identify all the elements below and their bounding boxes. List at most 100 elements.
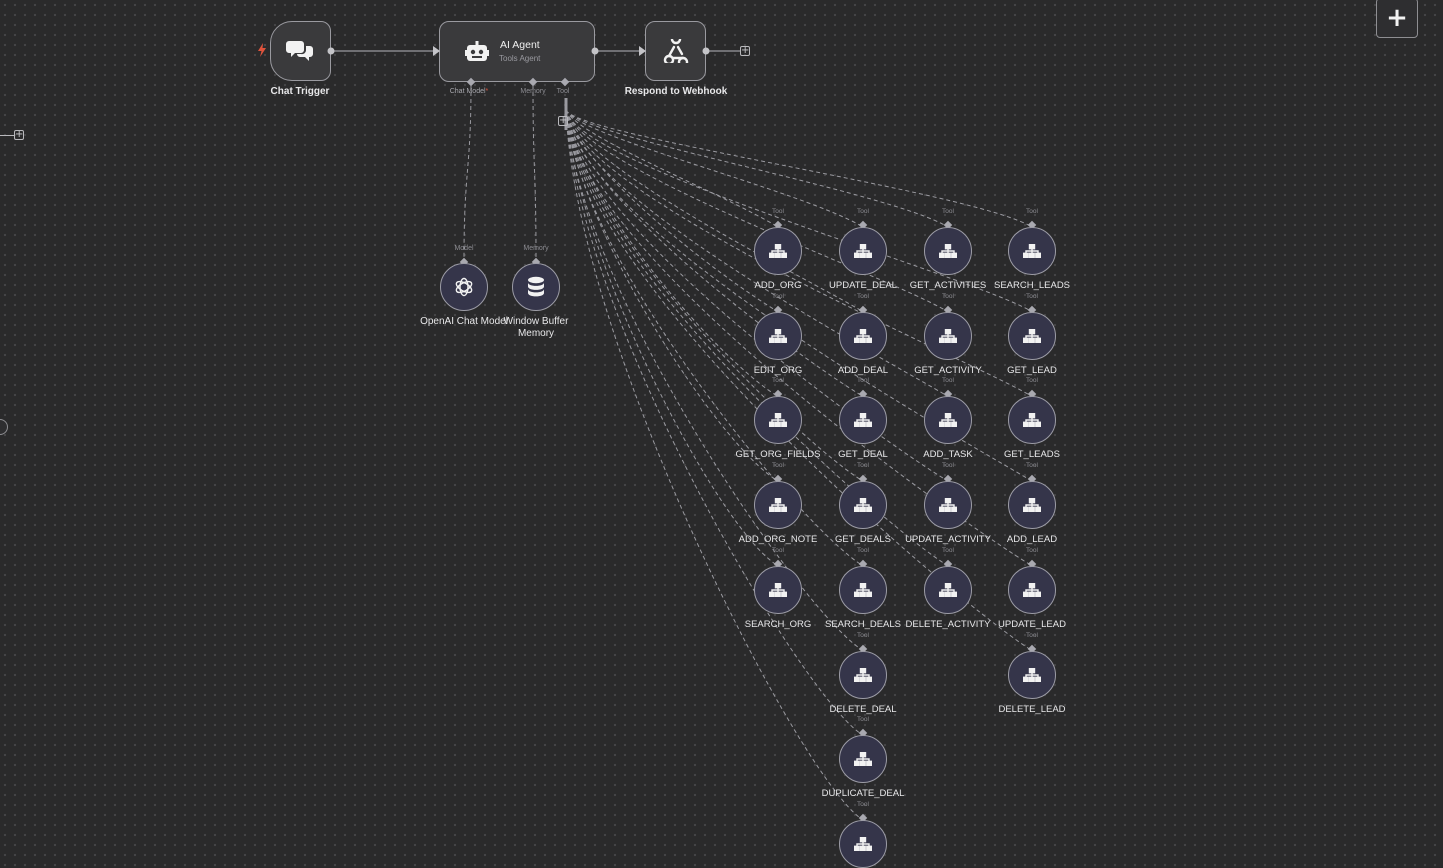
openai-chat-model-node[interactable] <box>440 263 488 311</box>
ai-agent-input-arrow <box>433 46 440 56</box>
http-request-tool-icon <box>939 328 957 343</box>
respond-to-webhook-label: Respond to Webhook <box>624 86 728 97</box>
add-left-node-button[interactable]: + <box>14 129 24 140</box>
webhook-output-port[interactable] <box>702 47 710 55</box>
edge-tool-3-5 <box>565 109 1033 651</box>
tool-port-label: Tool <box>1026 377 1038 385</box>
http-request-tool-icon <box>854 244 872 258</box>
tool-port-label: Tool <box>772 377 784 385</box>
tool-node-delete-deal[interactable] <box>839 650 887 699</box>
edge-tool-1-5 <box>565 109 864 651</box>
tool-port-label: Tool <box>772 462 784 470</box>
tool-node-delete-activity[interactable] <box>924 565 972 614</box>
http-request-tool-icon <box>854 836 872 851</box>
http-request-tool-icon <box>1023 413 1041 428</box>
edge-tool-0-3 <box>565 109 779 482</box>
tool-node-add-deal[interactable] <box>839 311 887 360</box>
tool-node-label: DELETE_DEAL <box>829 703 897 715</box>
window-buffer-memory-node[interactable] <box>512 263 560 311</box>
http-request-tool-icon <box>939 498 957 513</box>
http-request-tool-icon <box>854 413 872 428</box>
tool-node-edit-org[interactable] <box>754 311 802 360</box>
http-request-tool-icon <box>769 328 787 343</box>
tool-node-add-org[interactable] <box>754 227 802 275</box>
tool-node-get-org-fields[interactable] <box>754 396 802 445</box>
tool-node-partial[interactable] <box>839 819 887 868</box>
http-request-tool-icon <box>769 582 787 597</box>
edge-model <box>463 84 472 259</box>
http-request-tool-icon <box>854 752 872 767</box>
tool-node-label: ADD_ORG_NOTE <box>738 534 818 546</box>
tool-node-get-activities[interactable] <box>924 227 972 275</box>
ai-agent-node[interactable]: AI Agent Tools Agent <box>439 21 595 82</box>
tool-port-label: Tool <box>857 208 869 215</box>
tool-node-add-task[interactable] <box>924 396 972 445</box>
tool-node-add-org-note[interactable] <box>754 481 802 530</box>
tool-node-add-lead[interactable] <box>1008 481 1056 530</box>
tool-node-search-leads[interactable] <box>1008 227 1056 275</box>
tool-node-label: ADD_ORG <box>754 280 802 291</box>
ai-agent-name: AI Agent <box>500 39 540 51</box>
panel-collapse-toggle[interactable] <box>0 419 8 435</box>
chat-model-port-label: Chat Model* <box>449 88 489 95</box>
tool-node-label: GET_ACTIVITY <box>914 364 982 376</box>
http-request-tool-icon <box>769 244 787 258</box>
chat-trigger-node[interactable] <box>270 21 331 81</box>
tool-node-search-deals[interactable] <box>839 565 887 614</box>
edge-tool-0-0 <box>565 109 779 228</box>
tool-node-update-deal[interactable] <box>839 227 887 275</box>
edge-tool-2-0 <box>565 109 949 228</box>
tool-port-label: Tool <box>556 88 570 95</box>
tool-port-label: Tool <box>942 208 954 215</box>
tool-node-search-org[interactable] <box>754 565 802 614</box>
http-request-tool-icon <box>1023 498 1041 513</box>
tool-node-label: GET_LEAD <box>1007 364 1057 376</box>
tool-node-get-deal[interactable] <box>839 396 887 445</box>
chat-bubbles-icon <box>286 39 314 68</box>
tool-node-label: ADD_DEAL <box>837 364 889 376</box>
tool-node-get-lead[interactable] <box>1008 311 1056 360</box>
tool-port-label: Tool <box>857 716 869 724</box>
chat-trigger-output-port[interactable] <box>327 47 335 55</box>
tool-node-label: GET_ORG_FIELDS <box>735 449 821 461</box>
ai-agent-subtitle: Tools Agent <box>499 54 541 63</box>
tool-node-label: ADD_LEAD <box>1006 534 1058 546</box>
tool-port-label: Tool <box>857 292 869 300</box>
add-tool-button[interactable]: + <box>558 115 568 126</box>
http-request-tool-icon <box>939 582 957 597</box>
http-request-tool-icon <box>1023 328 1041 343</box>
ai-agent-output-port[interactable] <box>591 47 599 55</box>
edge-tool-1-7 <box>565 109 864 821</box>
respond-to-webhook-node[interactable] <box>645 21 706 81</box>
chat-trigger-label: Chat Trigger <box>270 86 330 97</box>
add-node-panel-button[interactable]: + <box>1376 0 1418 38</box>
tool-port-label: Tool <box>1026 631 1038 639</box>
http-request-tool-icon <box>854 328 872 343</box>
tool-port-label: Tool <box>1026 462 1038 470</box>
tool-node-label: GET_ACTIVITIES <box>909 280 987 291</box>
edge-tool-0-1 <box>565 109 779 313</box>
tool-node-delete-lead[interactable] <box>1008 650 1056 699</box>
http-request-tool-icon <box>854 498 872 513</box>
tool-node-duplicate-deal[interactable] <box>839 735 887 784</box>
tool-node-label: UPDATE_DEAL <box>829 280 897 291</box>
http-request-tool-icon <box>1023 244 1041 258</box>
database-icon <box>527 276 545 298</box>
http-request-tool-icon <box>1023 667 1041 682</box>
openai-icon <box>453 276 475 298</box>
http-request-tool-icon <box>939 244 957 258</box>
connections-layer <box>331 50 1033 821</box>
memory-port-label: Memory <box>520 88 546 95</box>
webhook-icon <box>663 33 689 68</box>
tool-node-update-activity[interactable] <box>924 481 972 530</box>
tool-node-get-activity[interactable] <box>924 311 972 360</box>
edge-tool-1-1 <box>565 109 864 313</box>
tool-node-get-deals[interactable] <box>839 481 887 530</box>
http-request-tool-icon <box>769 413 787 428</box>
tool-node-label: GET_LEADS <box>1004 449 1060 461</box>
add-next-node-button[interactable]: + <box>740 45 750 56</box>
tool-node-get-leads[interactable] <box>1008 396 1056 445</box>
tool-node-update-lead[interactable] <box>1008 565 1056 614</box>
